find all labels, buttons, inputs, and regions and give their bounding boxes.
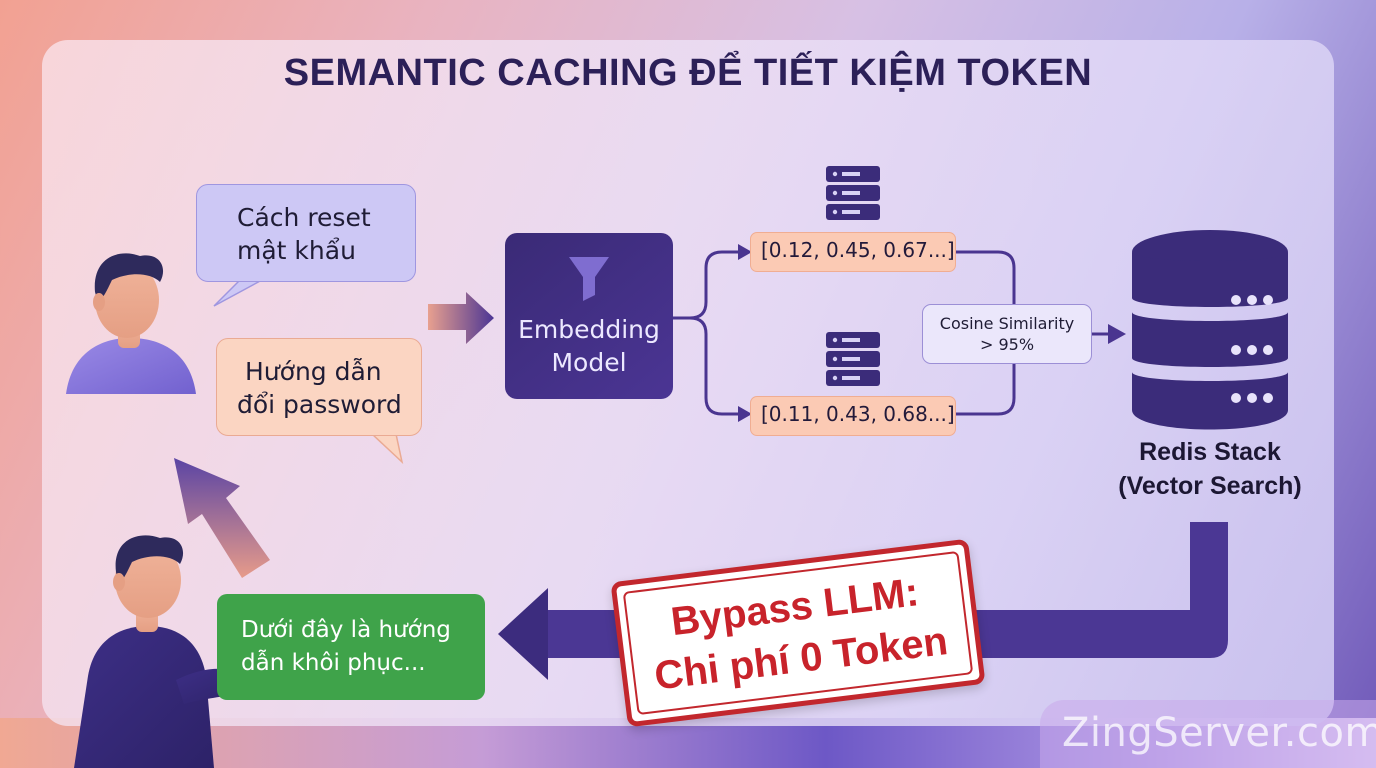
embedding-label-line-2: Model (551, 348, 627, 377)
query-2-line-1: Hướng dẫn (245, 357, 382, 386)
vector-2: [0.11, 0.43, 0.68...] (750, 396, 956, 436)
embedding-label-line-1: Embedding (518, 315, 660, 344)
bubble-tail-q2 (370, 433, 404, 465)
server-icon (826, 166, 880, 220)
bubble-tail-q1 (213, 279, 263, 307)
redis-label-line-2: (Vector Search) (1118, 472, 1302, 500)
redis-label: Redis Stack (Vector Search) (1100, 435, 1320, 503)
database-icon (1132, 230, 1288, 430)
vector-1: [0.12, 0.45, 0.67...] (750, 232, 956, 272)
answer-line-2: dẫn khôi phục... (241, 650, 426, 676)
branch-lines (673, 250, 1016, 416)
page-title: SEMANTIC CACHING ĐỂ TIẾT KIỆM TOKEN (283, 52, 1093, 94)
embedding-model-box: Embedding Model (505, 233, 673, 399)
similarity-line-2: > 95% (979, 335, 1035, 354)
funnel-icon (569, 257, 609, 301)
watermark-text: ZingServer.com (1062, 710, 1376, 756)
user-icon (66, 253, 196, 394)
watermark: ZingServer.com (1040, 700, 1376, 768)
embedding-model-label: Embedding Model (505, 313, 673, 379)
return-arrow-head (498, 588, 548, 680)
similarity-box: Cosine Similarity > 95% (922, 304, 1092, 364)
query-1-line-1: Cách reset (237, 203, 371, 232)
query-2-line-2: đổi password (237, 390, 402, 419)
server-icon (826, 332, 880, 386)
user-icon (74, 535, 273, 768)
answer-bubble: Dưới đây là hướng dẫn khôi phục... (217, 594, 485, 700)
query-1-line-2: mật khẩu (237, 236, 356, 265)
query-bubble-2: Hướng dẫn đổi password (216, 338, 422, 436)
arrow-to-embedding (428, 292, 494, 344)
query-bubble-1: Cách reset mật khẩu (196, 184, 416, 282)
answer-line-1: Dưới đây là hướng (241, 617, 451, 643)
redis-label-line-1: Redis Stack (1139, 438, 1281, 466)
arrow-up-icon (174, 458, 270, 578)
similarity-line-1: Cosine Similarity (939, 314, 1075, 333)
